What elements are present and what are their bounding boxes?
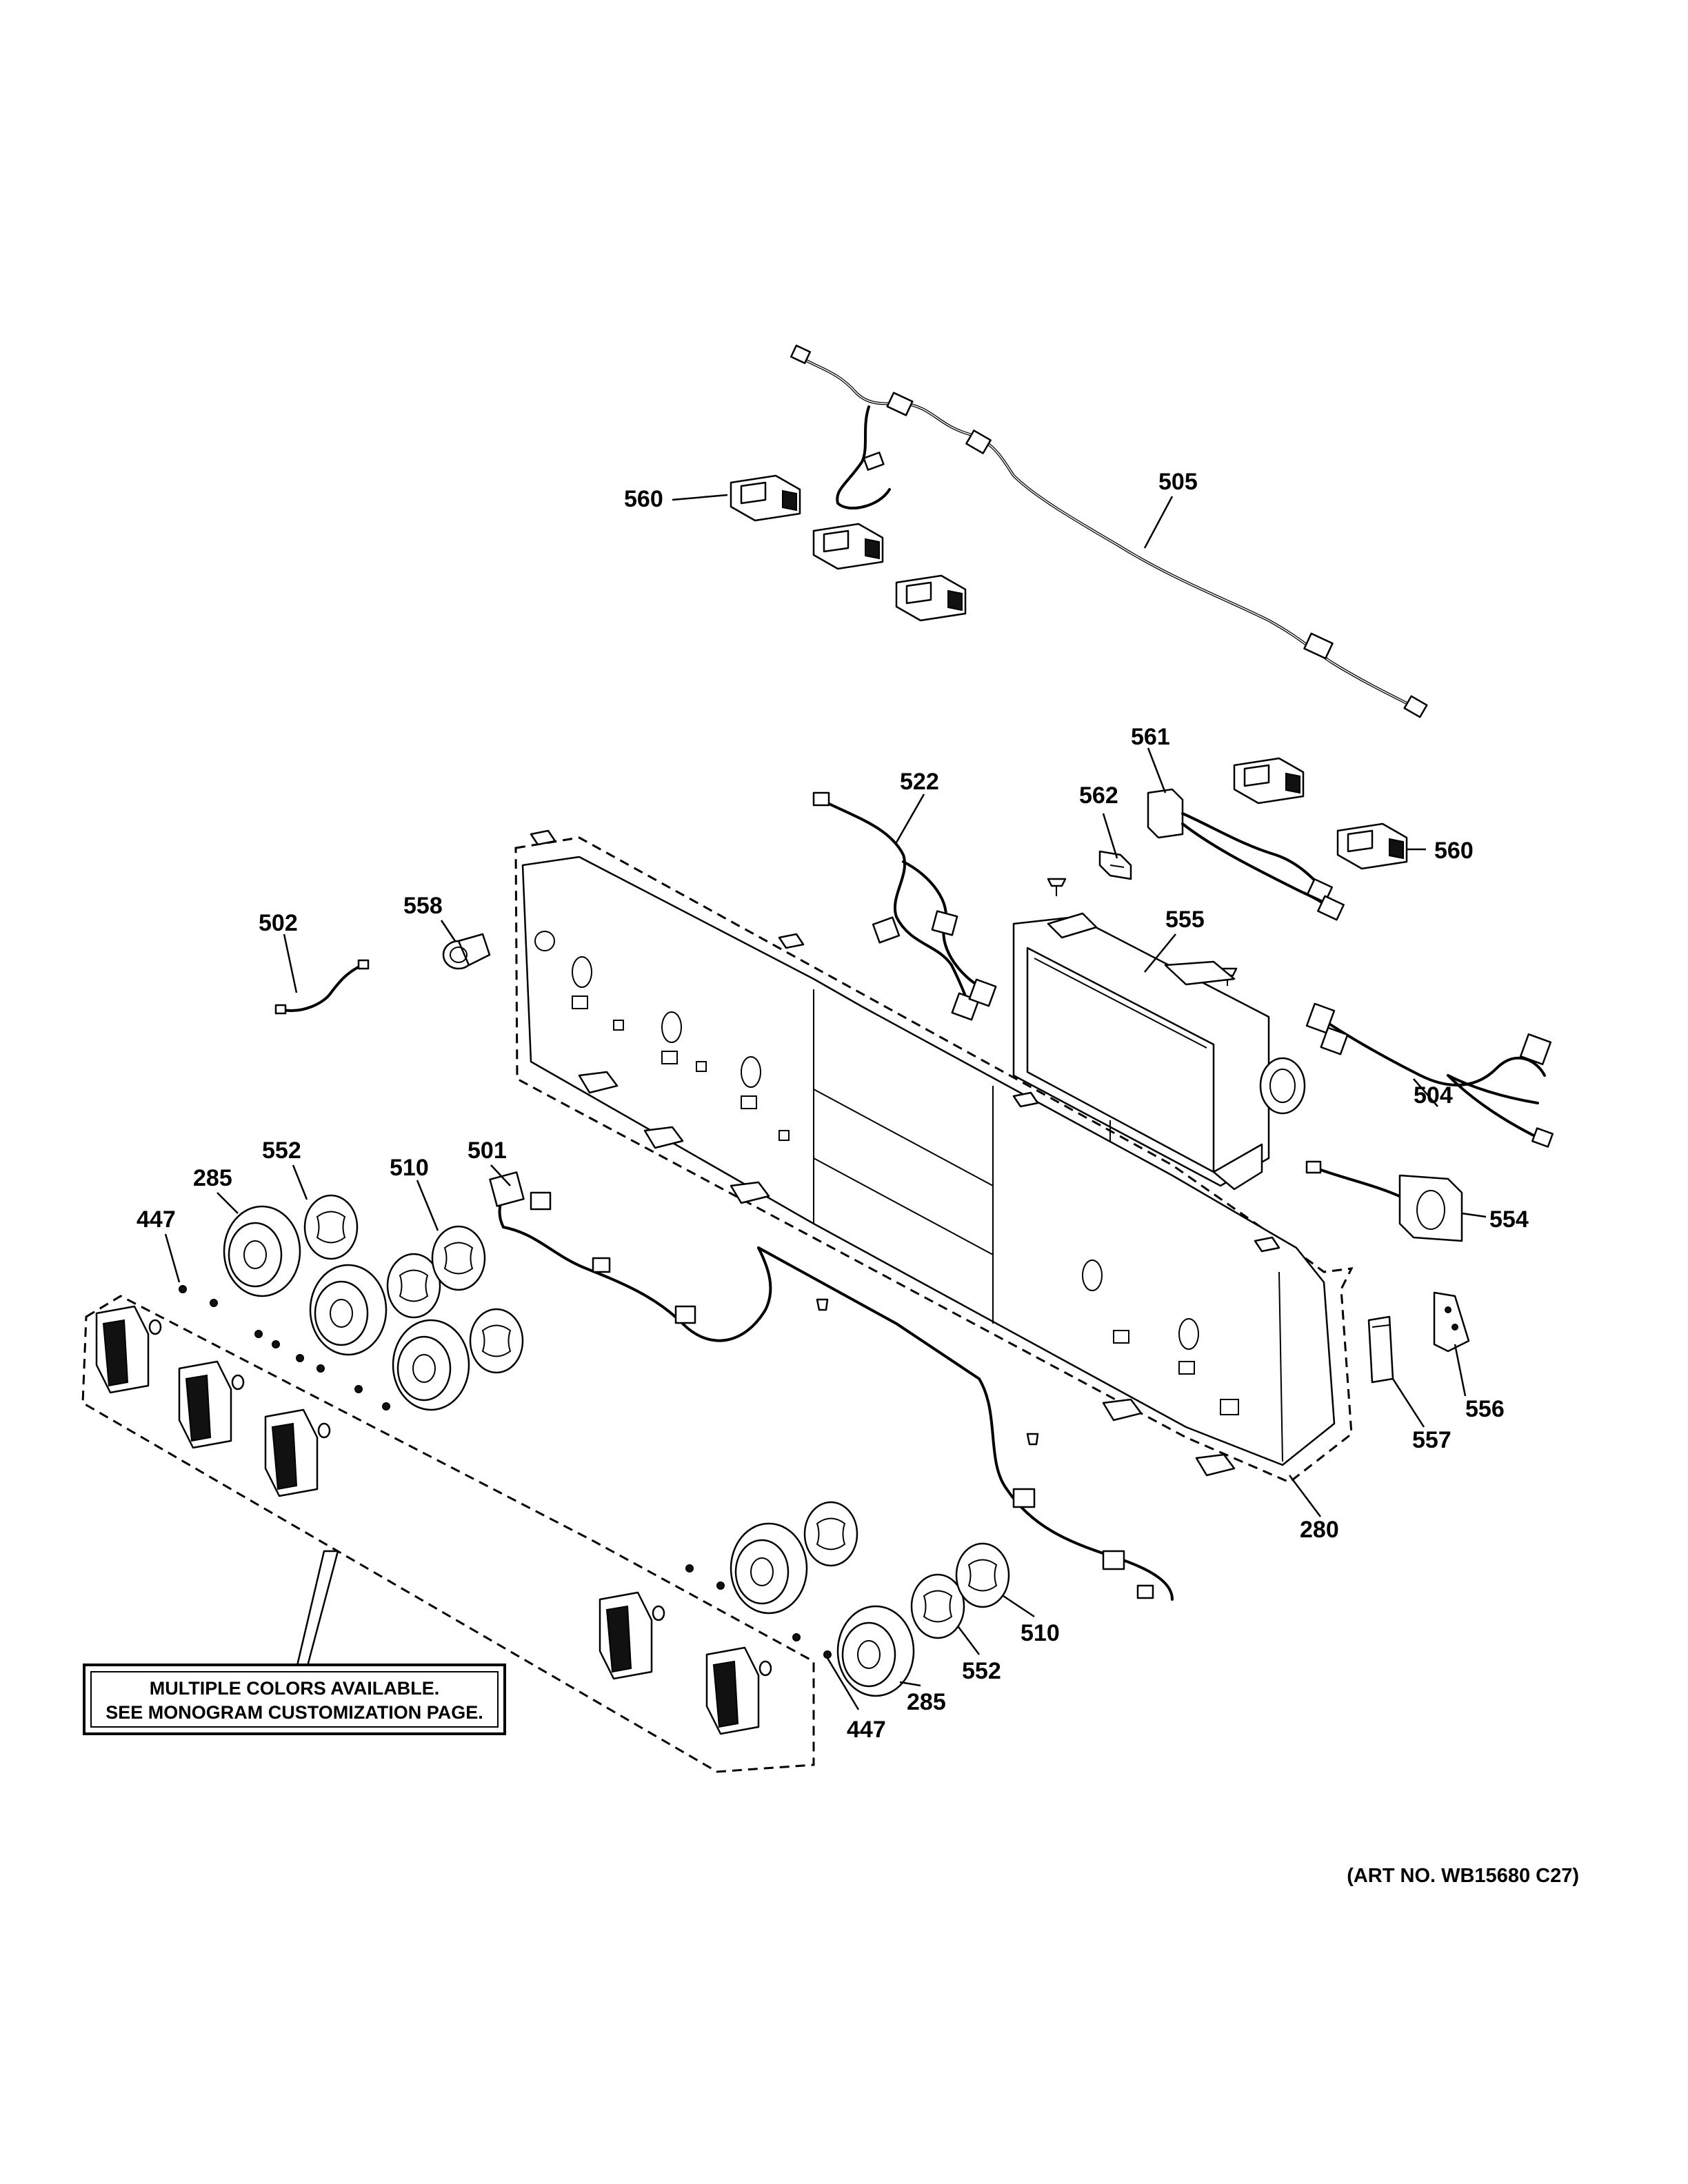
- bezel-285-right: [730, 1522, 915, 1697]
- callout-554: 554: [1489, 1206, 1529, 1233]
- callout-560-right: 560: [1434, 838, 1474, 864]
- wire-harness-501: [489, 1171, 1174, 1601]
- callout-558: 558: [403, 893, 443, 919]
- actuator-560-right-2: [1336, 822, 1408, 870]
- callout-556: 556: [1465, 1396, 1505, 1422]
- screws-447: [179, 1285, 832, 1659]
- callout-285-left: 285: [193, 1165, 232, 1191]
- wire-502: [274, 959, 370, 1015]
- callout-522: 522: [900, 769, 939, 795]
- callout-557: 557: [1412, 1427, 1451, 1453]
- callout-502: 502: [259, 910, 298, 936]
- callout-555: 555: [1165, 907, 1205, 933]
- note-line-1: MULTIPLE COLORS AVAILABLE.: [150, 1678, 439, 1699]
- plate-510-left: [431, 1225, 486, 1291]
- plate-552-left: [303, 1194, 524, 1374]
- plate-552-right: [803, 1501, 965, 1639]
- leader-lines: [164, 494, 1487, 1710]
- callout-505: 505: [1158, 469, 1198, 495]
- callout-561: 561: [1131, 724, 1170, 750]
- wire-harness-504: [1305, 1002, 1554, 1148]
- knob-5: [705, 1646, 772, 1735]
- knob-2: [178, 1360, 245, 1449]
- callout-510-left: 510: [390, 1155, 429, 1181]
- callout-510-right: 510: [1021, 1620, 1060, 1646]
- callout-552-left: 552: [262, 1138, 301, 1164]
- sensor-561: [1147, 788, 1345, 921]
- callout-447-right: 447: [847, 1717, 886, 1743]
- callout-504: 504: [1414, 1082, 1453, 1109]
- callout-285-right: 285: [907, 1689, 946, 1715]
- control-module-555: [1012, 912, 1306, 1191]
- actuator-560-upper-3: [895, 574, 967, 622]
- callout-labels: 505 560 560 561 522 562 502 558 555 504 …: [137, 469, 1529, 1743]
- art-number: (ART NO. WB15680 C27): [1347, 1865, 1579, 1887]
- callout-447-left: 447: [137, 1206, 176, 1233]
- actuator-560-upper-2: [812, 523, 884, 570]
- knob-4: [599, 1591, 665, 1680]
- wire-harness-505: [790, 344, 1428, 718]
- plate-510-right: [955, 1542, 1010, 1608]
- note-box: MULTIPLE COLORS AVAILABLE. SEE MONOGRAM …: [83, 1664, 506, 1735]
- note-line-2: SEE MONOGRAM CUSTOMIZATION PAGE.: [106, 1702, 483, 1723]
- callout-501: 501: [468, 1138, 507, 1164]
- callout-280: 280: [1300, 1517, 1339, 1543]
- knob-1: [95, 1305, 162, 1394]
- speaker-554: [1305, 1160, 1463, 1242]
- callout-552-right: 552: [962, 1658, 1001, 1684]
- wire-harness-522: [812, 791, 997, 1021]
- knob-group-left: [81, 1295, 815, 1773]
- callout-562: 562: [1079, 782, 1118, 809]
- switch-558: [442, 933, 491, 970]
- actuator-560-upper-1: [730, 474, 801, 522]
- clip-557: [1367, 1315, 1394, 1384]
- callout-560-upper: 560: [624, 486, 663, 512]
- bracket-562: [1098, 850, 1132, 880]
- knob-3: [264, 1408, 331, 1497]
- circuit-board-556: [1433, 1291, 1470, 1353]
- actuator-560-right-1: [1233, 757, 1305, 805]
- control-panel-280: [514, 829, 1354, 1484]
- bezel-285-left: [223, 1205, 470, 1411]
